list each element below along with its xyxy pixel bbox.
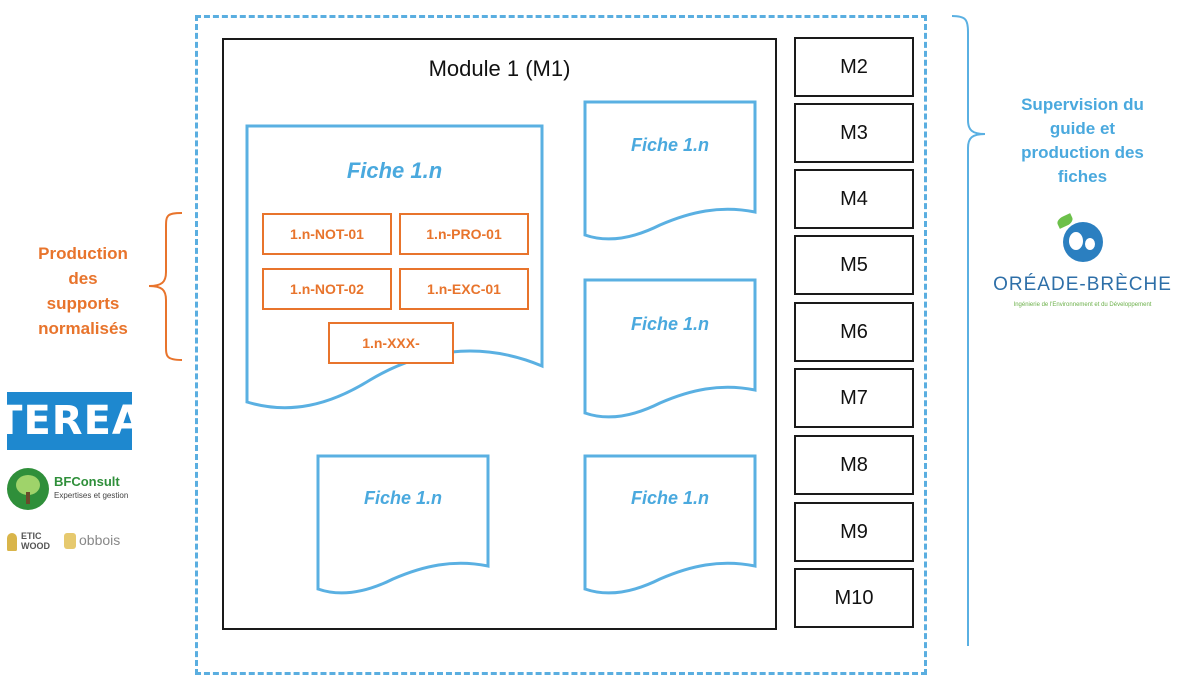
terea-logo: TEREA <box>0 392 143 450</box>
fiche-small-2-label: Fiche 1.n <box>630 314 710 334</box>
module-box-m4: M4 <box>794 169 914 229</box>
leaf-icon <box>7 533 17 551</box>
support-code-box: 1.n-NOT-01 <box>262 213 392 255</box>
module-box-m8: M8 <box>794 435 914 495</box>
left-production-label: Production des supports normalisés <box>38 244 128 338</box>
globe-icon <box>1055 213 1103 262</box>
module-box-m9: M9 <box>794 502 914 562</box>
document-shapes <box>148 15 986 646</box>
module-box-m5: M5 <box>794 235 914 295</box>
bfconsult-logo: BFConsult Expertises et gestion <box>7 468 147 512</box>
fiche-small-4-shape <box>583 454 757 595</box>
tree-icon <box>7 468 49 510</box>
right-supervision-label: Supervision du guide et production des f… <box>1021 95 1144 186</box>
support-code-box: 1.n-EXC-01 <box>399 268 529 310</box>
module-title: Module 1 (M1) <box>428 56 571 81</box>
module-box-m2: M2 <box>794 37 914 97</box>
eticwood-obbois-logos: ETIC WOOD obbois <box>7 530 142 554</box>
left-brace <box>148 212 183 361</box>
fiche-small-1-shape <box>583 100 757 241</box>
fiche-small-1-label: Fiche 1.n <box>630 135 710 155</box>
fiche-main-shape <box>245 124 544 410</box>
fiche-small-3-shape <box>316 454 490 595</box>
eticwood-logo: ETIC WOOD <box>21 531 50 551</box>
module-box-m3: M3 <box>794 103 914 163</box>
module-box-m6: M6 <box>794 302 914 362</box>
wheat-icon <box>64 533 76 549</box>
support-code-box: 1.n-NOT-02 <box>262 268 392 310</box>
right-brace <box>951 15 986 646</box>
fiche-small-4-label: Fiche 1.n <box>630 488 710 508</box>
support-code-box: 1.n-PRO-01 <box>399 213 529 255</box>
support-code-box: 1.n-XXX- <box>328 322 454 364</box>
module-box-m7: M7 <box>794 368 914 428</box>
obbois-logo: obbois <box>79 532 121 548</box>
fiche-small-3-label: Fiche 1.n <box>363 488 443 508</box>
oreade-breche-logo: ORÉADE-BRÈCHE Ingénierie de l'Environnem… <box>975 213 1190 318</box>
fiche-main-label: Fiche 1.n <box>346 158 443 183</box>
fiche-small-2-shape <box>583 278 757 419</box>
module-box-m10: M10 <box>794 568 914 628</box>
